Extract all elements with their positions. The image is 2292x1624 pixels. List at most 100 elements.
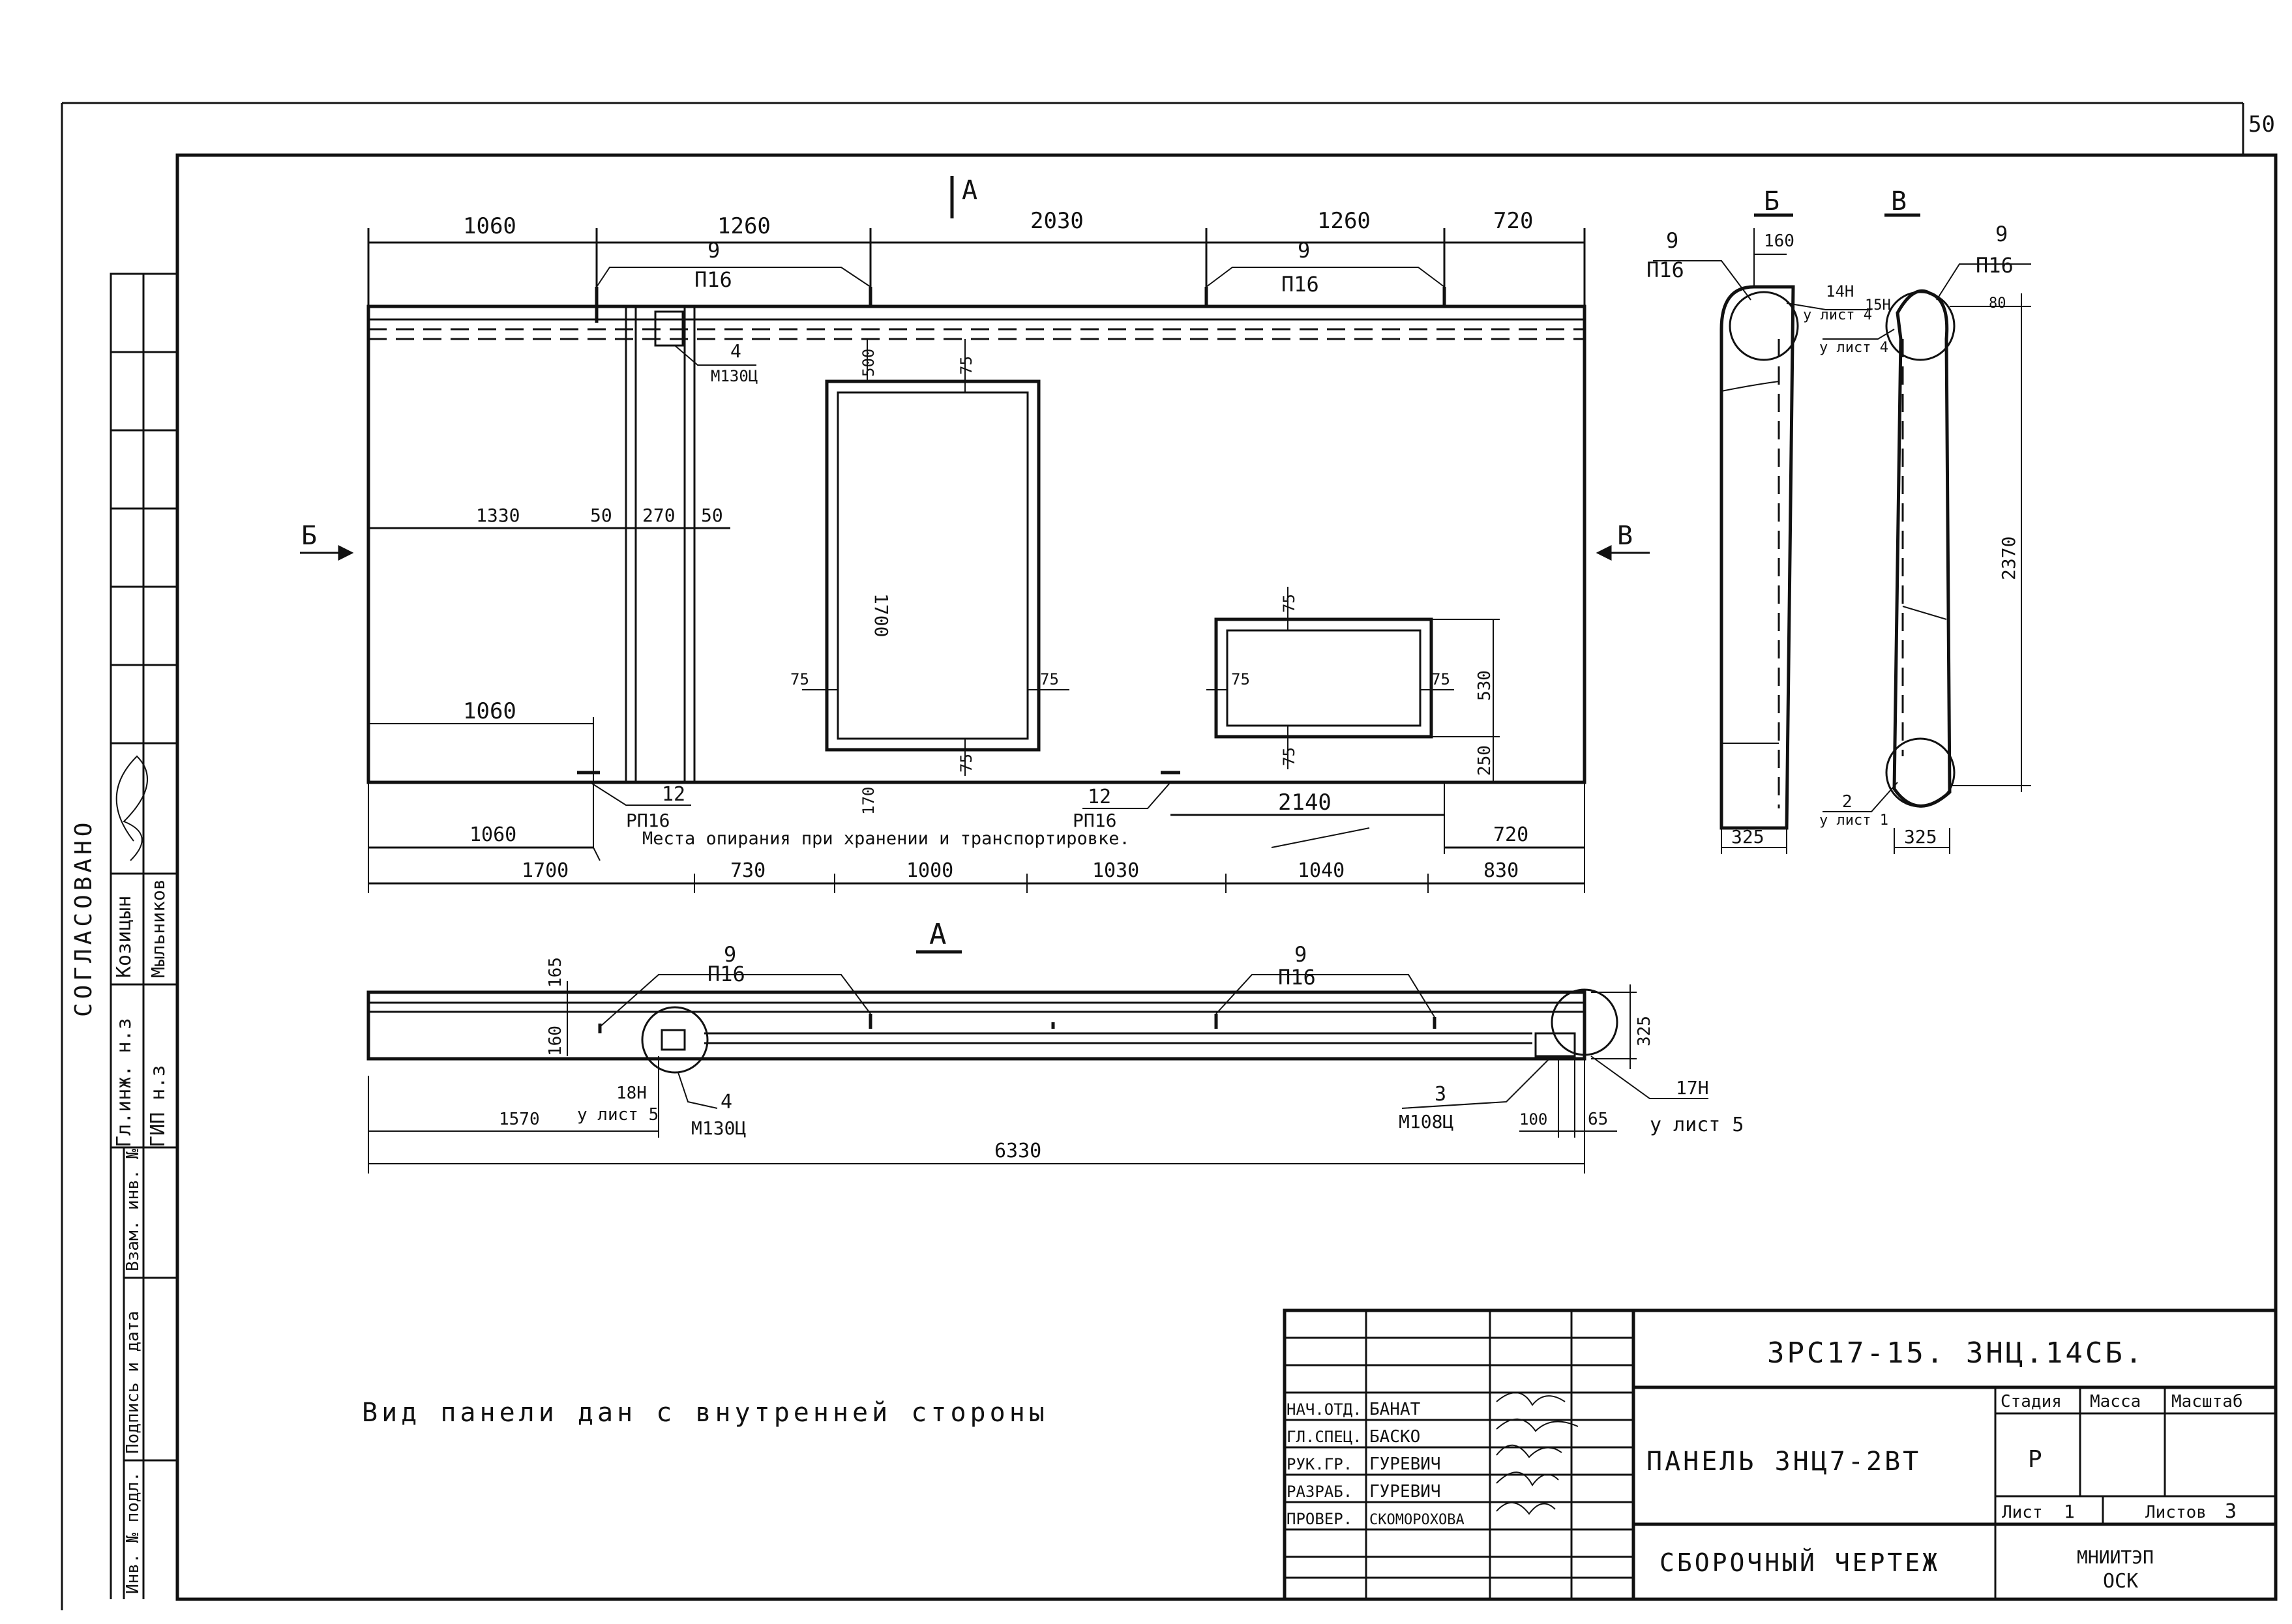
- title-org-line2: ОСК: [2103, 1570, 2138, 1593]
- section-a-callout-left-sheet: у лист 5: [577, 1105, 659, 1125]
- section-v-callout-bottom-pos: 2: [1842, 792, 1853, 812]
- bottom-anchor-right-pos: 12: [1088, 786, 1111, 808]
- section-b-title: Б: [1764, 186, 1779, 216]
- title-panel-name: ПАНЕЛЬ ЗНЦ7-2ВТ: [1646, 1447, 1921, 1477]
- approved-label: СОГЛАСОВАНО: [70, 819, 97, 1017]
- opening-bottom: 250: [1475, 745, 1495, 776]
- section-v-dim-top: 80: [1989, 295, 2006, 312]
- section-a-embed-left-pos: 4: [721, 1091, 732, 1114]
- section-mark-v-right: В: [1617, 521, 1633, 551]
- bottom-dim-5: 1040: [1298, 859, 1345, 882]
- title-sheet-value: 1: [2064, 1501, 2075, 1522]
- title-org-line1: МНИИТЭП: [2077, 1546, 2154, 1568]
- section-v-title: В: [1891, 186, 1907, 216]
- side-stamp: [110, 273, 179, 1599]
- top-dim-2: 1260: [717, 213, 771, 239]
- stamp-name-1: Козицын: [113, 896, 136, 978]
- embed-top-mark: М130Ц: [711, 367, 758, 385]
- window-bottom-dim: 170: [859, 787, 878, 815]
- stamp-name-2: Мыльников: [147, 879, 169, 978]
- section-mark-b-left: Б: [301, 521, 317, 551]
- bottom-dim-2: 730: [730, 859, 766, 882]
- opening-frame-bottom: 75: [1280, 747, 1298, 766]
- row-dim-4: 50: [701, 505, 723, 526]
- window-height: 1700: [871, 593, 892, 637]
- support-note: Места опирания при хранении и транспорти…: [642, 829, 1130, 849]
- section-v-width: 325: [1904, 826, 1937, 848]
- bottom-anchor-left-pos: 12: [662, 783, 685, 806]
- view-note: Вид панели дан с внутренней стороны: [362, 1398, 1049, 1428]
- section-a-callout-right-sheet: у лист 5: [1650, 1114, 1744, 1136]
- section-mark-a-top: А: [962, 175, 977, 205]
- title-sheets-value: 3: [2225, 1500, 2237, 1523]
- inv-label-original: Инв. № подл.: [123, 1471, 143, 1594]
- section-a-callout-left-pos: 18Н: [616, 1084, 647, 1103]
- section-a: [366, 950, 1708, 1174]
- top-dim-5: 720: [1493, 208, 1533, 234]
- section-b-anchor-pos: 9: [1666, 228, 1678, 253]
- embed-top-pos: 4: [730, 340, 741, 362]
- bottom-anchor-left-mark: РП16: [626, 810, 670, 831]
- title-code: ЗРС17-15. ЗНЦ.14СБ.: [1767, 1336, 2145, 1370]
- section-a-title: А: [929, 918, 947, 951]
- title-doc-type: СБОРОЧНЫЙ ЧЕРТЕЖ: [1659, 1548, 1940, 1577]
- section-v-callout-bottom-sheet: у лист 1: [1819, 812, 1888, 829]
- person-role-2: ГЛ.СПЕЦ.: [1287, 1428, 1362, 1446]
- bottom-right-720: 720: [1493, 823, 1528, 846]
- person-role-5: ПРОВЕР.: [1287, 1510, 1352, 1528]
- window-top-offset: 500: [859, 349, 878, 377]
- title-scale-label: Масштаб: [2171, 1392, 2243, 1411]
- section-b: [1653, 213, 1871, 854]
- person-role-3: РУК.ГР.: [1287, 1455, 1352, 1473]
- section-a-dim-165: 165: [546, 957, 565, 988]
- front-view: [300, 176, 1650, 893]
- bottom-dim-1: 1700: [522, 859, 569, 882]
- opening-frame-right: 75: [1431, 670, 1450, 688]
- section-a-anchor-left-mark: П16: [707, 962, 745, 986]
- section-a-dim-325: 325: [1635, 1016, 1654, 1046]
- dim-2140: 2140: [1278, 790, 1332, 816]
- window-frame-left: 75: [790, 670, 809, 688]
- inv-label-replace: Взам. инв. №: [123, 1149, 143, 1271]
- bottom-anchor-right-mark: РП16: [1073, 810, 1116, 831]
- window-frame-right: 75: [1040, 670, 1059, 688]
- section-a-embed-right-mark: М108Ц: [1399, 1111, 1453, 1132]
- section-v-callout-top-sheet: у лист 4: [1819, 340, 1888, 356]
- person-name-2: БАСКО: [1369, 1427, 1420, 1447]
- section-a-anchor-right-mark: П16: [1278, 965, 1316, 990]
- opening-height: 530: [1475, 670, 1495, 701]
- top-dim-1: 1060: [463, 213, 516, 239]
- title-sheets-label: Листов: [2145, 1503, 2207, 1522]
- title-mass-label: Масса: [2090, 1392, 2141, 1411]
- anchor-top-right-mark: П16: [1281, 272, 1319, 297]
- anchor-top-left-pos: 9: [707, 238, 720, 263]
- section-v-anchor-pos: 9: [1995, 222, 2008, 246]
- bottom-left-1060: 1060: [469, 823, 516, 846]
- bottom-dim-4: 1030: [1092, 859, 1139, 882]
- section-b-dim-top: 160: [1764, 231, 1794, 251]
- section-a-anchor-left-pos: 9: [724, 942, 736, 967]
- anchor-top-left-mark: П16: [694, 267, 732, 292]
- section-a-total-length: 6330: [994, 1140, 1041, 1162]
- row-dim-3: 270: [642, 505, 676, 526]
- section-a-dim-160: 160: [546, 1026, 565, 1056]
- window-frame-top: 75: [957, 356, 975, 375]
- section-v-anchor-mark: П16: [1976, 253, 2014, 278]
- opening-frame-left: 75: [1231, 670, 1250, 688]
- stamp-role-2: ГИП н.з: [147, 1065, 170, 1147]
- top-dim-3: 2030: [1030, 208, 1084, 234]
- person-role-4: РАЗРАБ.: [1287, 1483, 1352, 1501]
- anchor-top-right-pos: 9: [1298, 238, 1310, 263]
- opening-frame-top: 75: [1280, 594, 1298, 613]
- left-dim-1060: 1060: [463, 698, 516, 724]
- section-v: [1823, 213, 2031, 854]
- inv-label-signature: Подпись и дата: [123, 1311, 143, 1454]
- section-a-dim-1570: 1570: [499, 1110, 540, 1129]
- person-name-5: СКОМОРОХОВА: [1369, 1512, 1465, 1528]
- person-name-1: БАНАТ: [1369, 1400, 1421, 1419]
- section-a-dim-65: 65: [1588, 1110, 1608, 1129]
- section-b-anchor-mark: П16: [1646, 258, 1684, 282]
- title-stage-value: Р: [2028, 1446, 2042, 1473]
- section-a-embed-left-mark: М130Ц: [691, 1117, 746, 1139]
